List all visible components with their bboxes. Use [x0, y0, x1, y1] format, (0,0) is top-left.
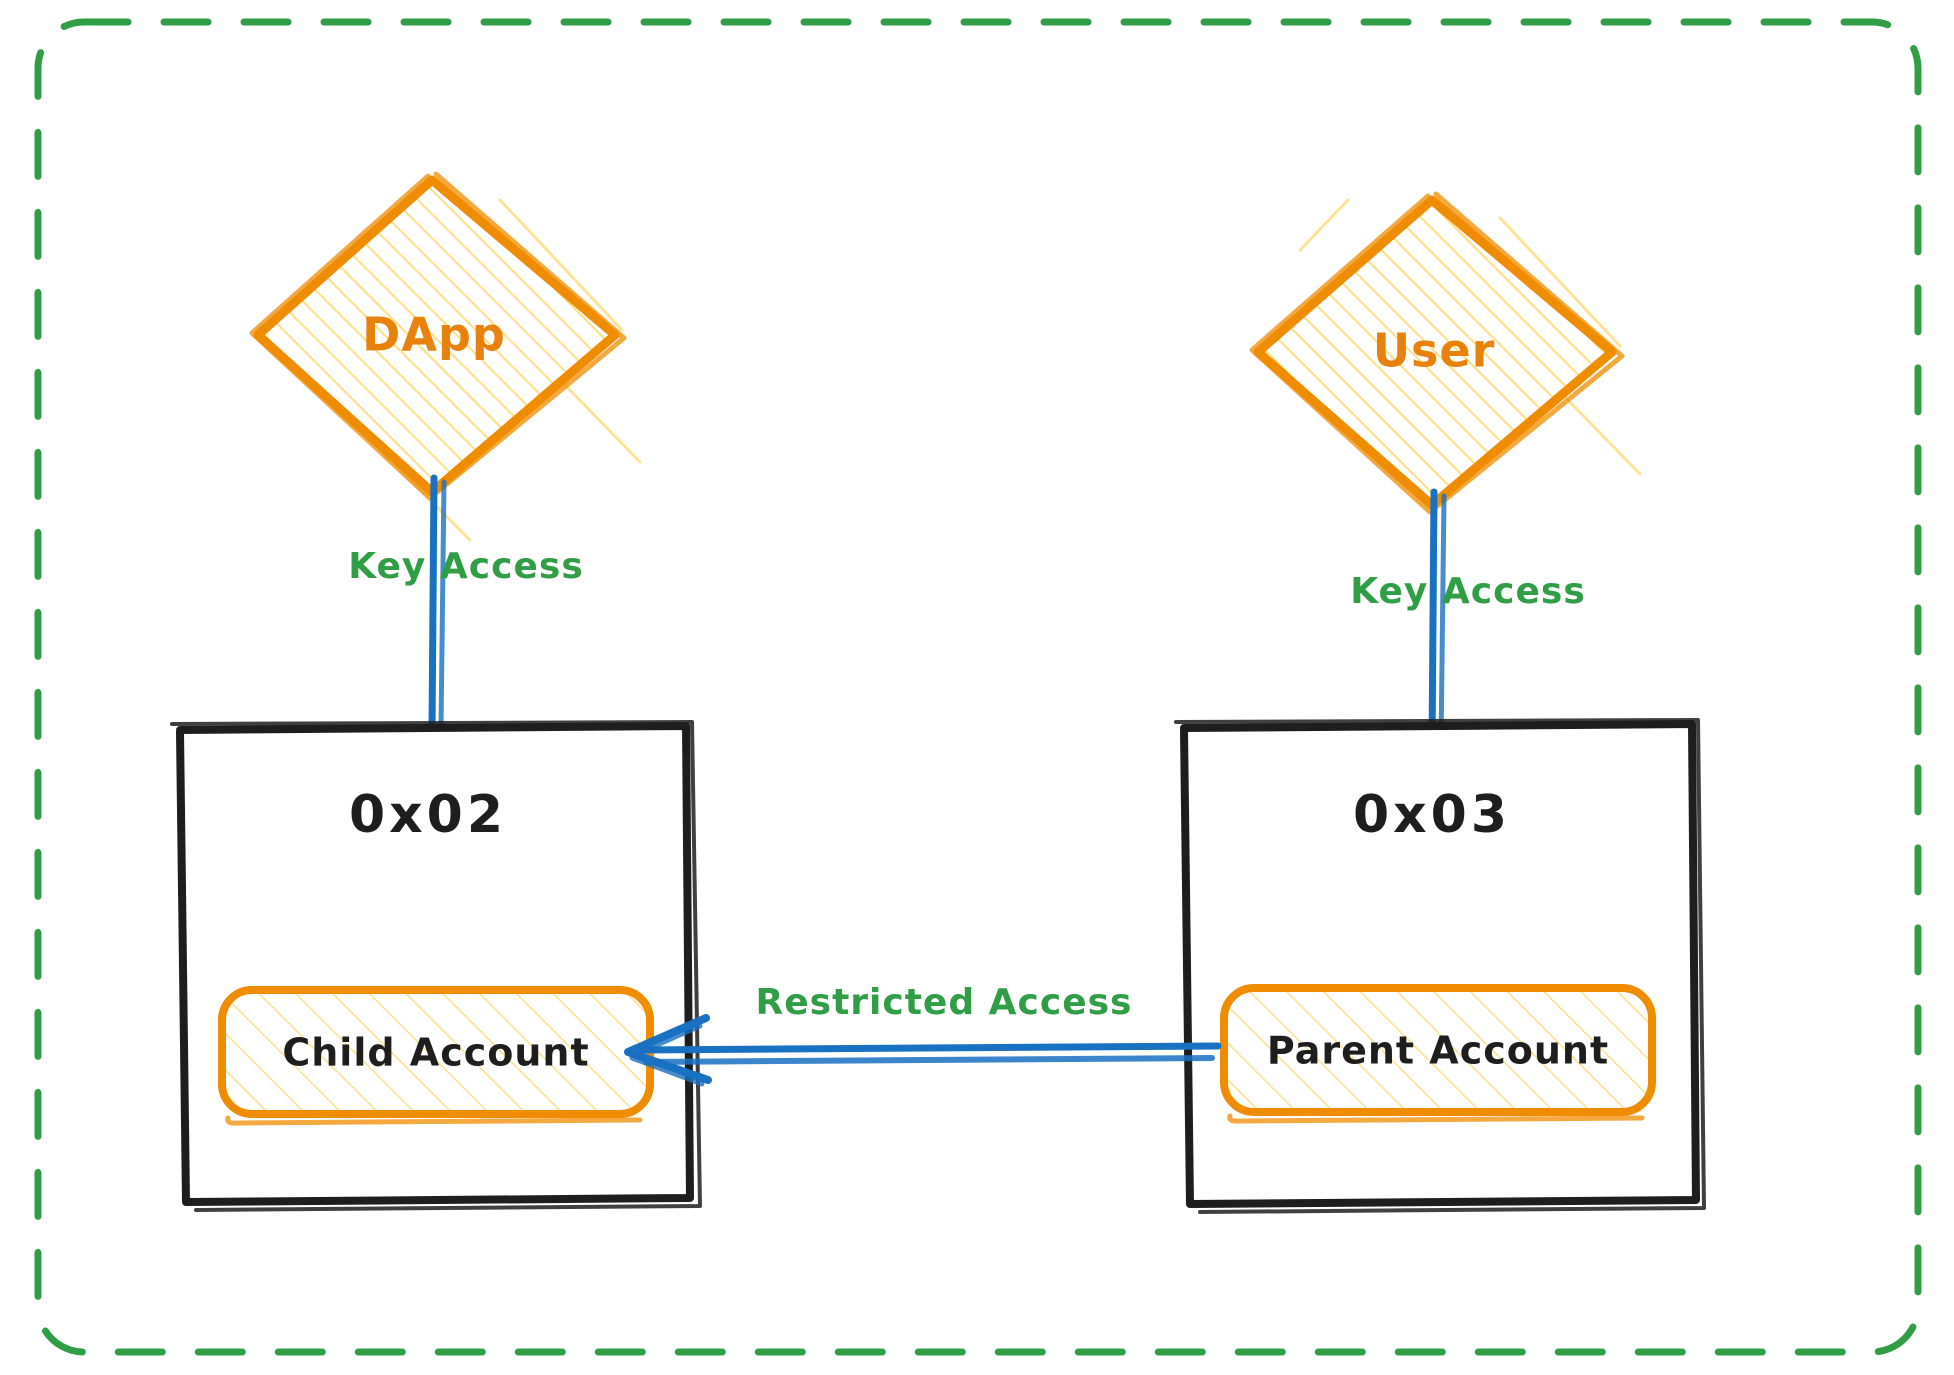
node-box-0x03[interactable]: 0x03: [1174, 718, 1706, 1214]
parent-account-outline-primary: [1220, 984, 1656, 1116]
boundary-container: [34, 18, 1922, 1356]
user-label: User: [1373, 324, 1496, 378]
restricted-edge-shaft-a: [636, 1042, 1222, 1054]
edge-user-to-parent[interactable]: Key Access: [1350, 488, 1586, 752]
parent-account-hatch-fill: [1224, 988, 1652, 1112]
child-account-hatch-fill: [222, 990, 650, 1114]
node-child-account[interactable]: Child Account: [218, 986, 654, 1126]
user-edge-line-a: [1428, 488, 1438, 752]
dapp-label: DApp: [362, 308, 506, 362]
restricted-edge-shaft-b: [643, 1055, 1215, 1065]
child-account-label: Child Account: [282, 1031, 589, 1075]
box-0x03-outline-secondary: [1174, 718, 1706, 1214]
edge-label-key-access-user: Key Access: [1350, 571, 1586, 612]
user-outline-secondary: [1249, 191, 1625, 515]
dapp-edge-line-b: [438, 479, 447, 731]
user-hatch-overshoot: [1298, 198, 1642, 476]
dapp-outline-secondary: [249, 171, 627, 501]
edge-label-restricted-access: Restricted Access: [756, 982, 1133, 1023]
node-parent-account[interactable]: Parent Account: [1220, 984, 1656, 1124]
node-box-0x02[interactable]: 0x02: [170, 720, 702, 1212]
box-0x02-outline-secondary: [170, 720, 702, 1212]
edge-dapp-to-child[interactable]: Key Access: [348, 474, 584, 734]
child-account-outline-secondary: [225, 1115, 643, 1126]
node-user[interactable]: User: [1249, 191, 1642, 515]
restricted-arrowhead-icon: [624, 1014, 712, 1087]
dapp-edge-line-a: [428, 474, 438, 734]
user-edge-line-b: [1438, 493, 1447, 749]
edge-parent-to-child[interactable]: Restricted Access: [624, 982, 1222, 1087]
parent-account-label: Parent Account: [1267, 1029, 1609, 1073]
box-0x03-label: 0x03: [1353, 785, 1511, 845]
parent-account-outline-secondary: [1227, 1113, 1645, 1124]
box-0x02-label: 0x02: [349, 785, 507, 845]
boundary-dashed-rect: [34, 18, 1922, 1356]
edge-label-key-access-dapp: Key Access: [348, 546, 584, 587]
